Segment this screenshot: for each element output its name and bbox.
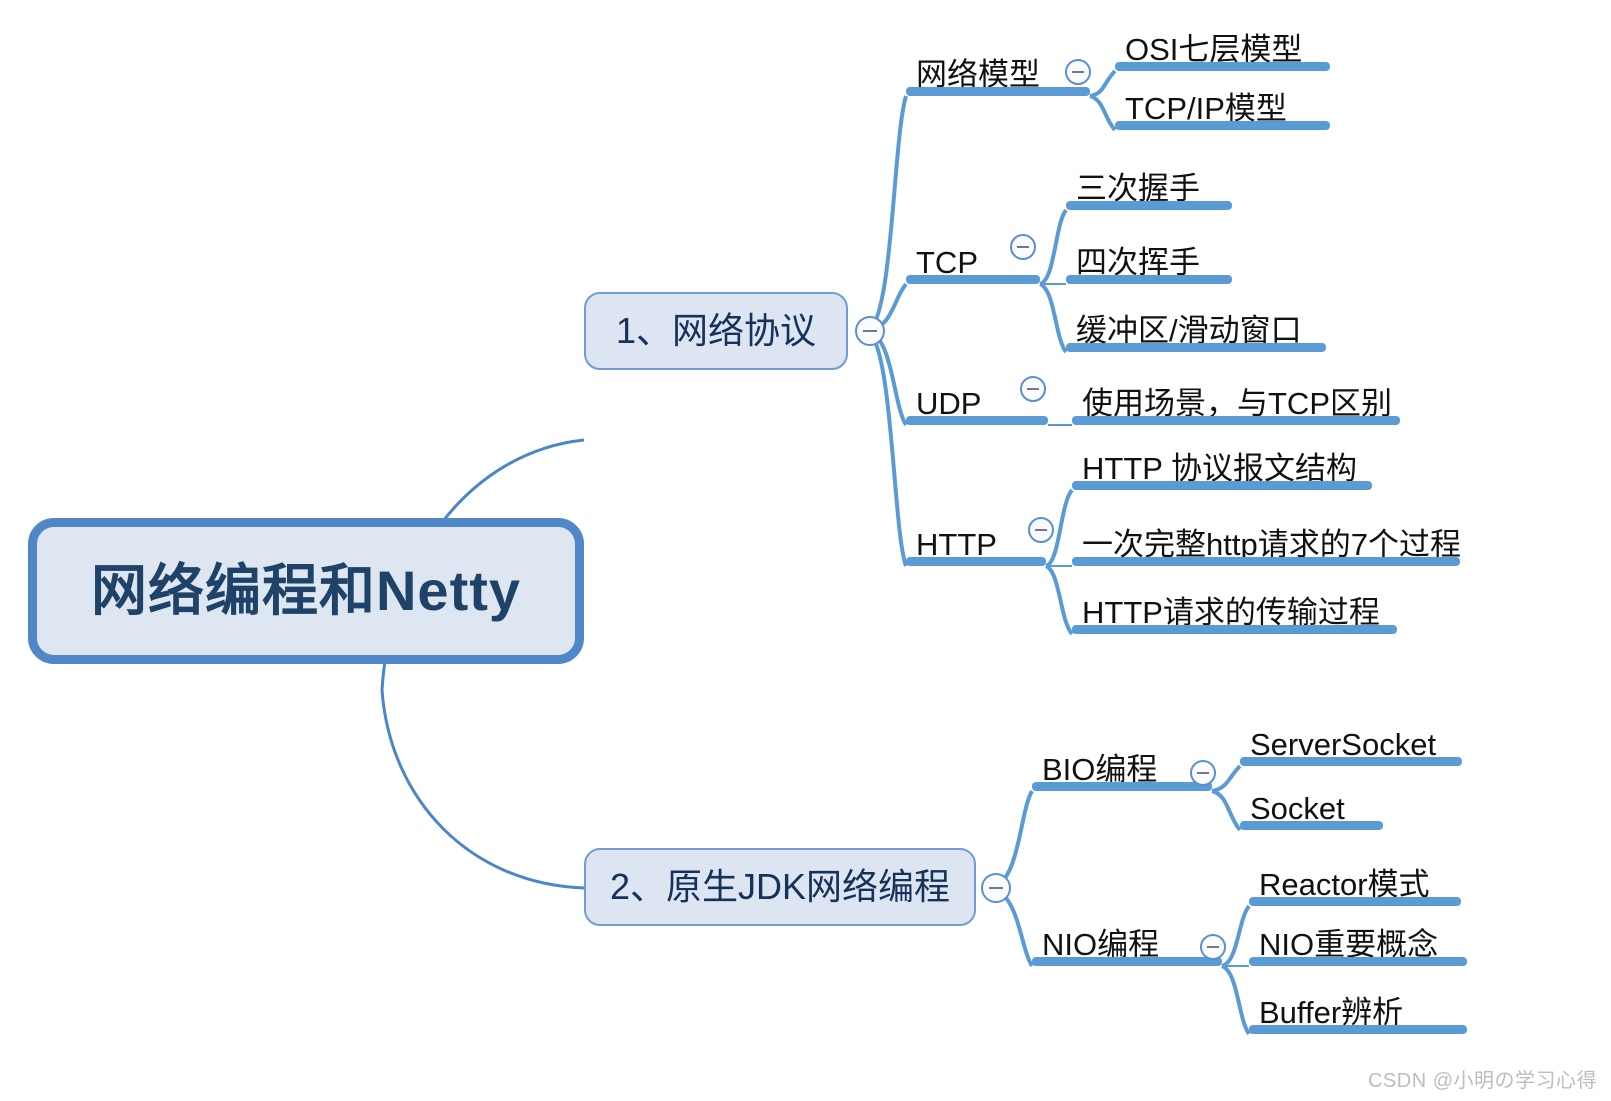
wire-netmodel-to-tcpip bbox=[1089, 94, 1117, 132]
wire-protocol-to-http bbox=[866, 329, 908, 567]
wire-nio-to-buffer bbox=[1220, 964, 1251, 1036]
leaf-http-message-structure[interactable]: HTTP 协议报文结构 bbox=[1072, 446, 1372, 490]
topic-http[interactable]: HTTP bbox=[906, 522, 1046, 566]
branch-node-network-protocol[interactable]: 1、网络协议 bbox=[584, 292, 848, 370]
topic-underline bbox=[1032, 957, 1222, 966]
leaf-label: HTTP 协议报文结构 bbox=[1082, 451, 1357, 486]
leaf-label: Reactor模式 bbox=[1259, 867, 1430, 902]
leaf-label: 三次握手 bbox=[1076, 171, 1200, 206]
wire-root-to-jdk bbox=[380, 689, 585, 890]
leaf-underline bbox=[1066, 275, 1232, 284]
leaf-label: Socket bbox=[1250, 791, 1345, 826]
leaf-label: 四次挥手 bbox=[1076, 245, 1200, 280]
leaf-label: Buffer辨析 bbox=[1259, 995, 1404, 1030]
topic-underline bbox=[906, 557, 1046, 566]
wire-tcp-to-buffer bbox=[1038, 282, 1068, 354]
branch-node-native-jdk-networking[interactable]: 2、原生JDK网络编程 bbox=[584, 848, 976, 926]
leaf-label: TCP/IP模型 bbox=[1125, 91, 1287, 126]
leaf-osi-seven-layer[interactable]: OSI七层模型 bbox=[1115, 27, 1330, 71]
leaf-underline bbox=[1072, 557, 1460, 566]
minus-circle-icon-native-jdk-networking[interactable] bbox=[981, 873, 1011, 903]
leaf-underline bbox=[1240, 757, 1462, 766]
leaf-label: ServerSocket bbox=[1250, 727, 1437, 762]
leaf-udp-usage-vs-tcp[interactable]: 使用场景，与TCP区别 bbox=[1072, 381, 1400, 425]
root-node[interactable]: 网络编程和Netty bbox=[28, 518, 584, 664]
wire-bio-to-socket bbox=[1211, 789, 1242, 832]
leaf-four-way-wavehand[interactable]: 四次挥手 bbox=[1066, 240, 1232, 284]
leaf-label: 使用场景，与TCP区别 bbox=[1082, 386, 1392, 421]
leaf-label: HTTP请求的传输过程 bbox=[1082, 595, 1380, 630]
leaf-tcp-ip-model[interactable]: TCP/IP模型 bbox=[1115, 86, 1330, 130]
minus-circle-icon-network-model[interactable] bbox=[1065, 59, 1091, 85]
minus-circle-icon-tcp[interactable] bbox=[1010, 234, 1036, 260]
wire-tcp-to-handshake bbox=[1038, 208, 1068, 286]
wire-http-to-transfer bbox=[1044, 564, 1074, 636]
topic-underline bbox=[906, 87, 1090, 96]
leaf-underline bbox=[1249, 1025, 1467, 1034]
leaf-label: 缓冲区/滑动窗口 bbox=[1076, 313, 1302, 348]
wire-netmodel-to-osi bbox=[1089, 69, 1117, 98]
minus-circle-icon-udp[interactable] bbox=[1020, 376, 1046, 402]
topic-label: UDP bbox=[916, 386, 982, 421]
minus-circle-icon-bio[interactable] bbox=[1190, 760, 1216, 786]
leaf-underline bbox=[1240, 821, 1383, 830]
topic-underline bbox=[1032, 782, 1212, 791]
topic-label: TCP bbox=[916, 245, 978, 280]
topic-label: 网络模型 bbox=[916, 57, 1040, 92]
leaf-underline bbox=[1249, 957, 1467, 966]
root-node-label: 网络编程和Netty bbox=[90, 559, 522, 622]
branch-node-label: 2、原生JDK网络编程 bbox=[609, 866, 951, 907]
minus-circle-icon-nio[interactable] bbox=[1200, 934, 1226, 960]
leaf-label: NIO重要概念 bbox=[1259, 927, 1439, 962]
topic-label: HTTP bbox=[916, 527, 997, 562]
topic-nio[interactable]: NIO编程 bbox=[1032, 922, 1222, 966]
topic-underline bbox=[906, 275, 1040, 284]
leaf-http-seven-steps[interactable]: 一次完整http请求的7个过程 bbox=[1072, 522, 1461, 566]
leaf-underline bbox=[1072, 416, 1400, 425]
leaf-label: 一次完整http请求的7个过程 bbox=[1082, 527, 1461, 562]
leaf-buffer-sliding-window[interactable]: 缓冲区/滑动窗口 bbox=[1066, 308, 1326, 352]
leaf-underline bbox=[1072, 625, 1397, 634]
leaf-underline bbox=[1115, 62, 1330, 71]
leaf-reactor-pattern[interactable]: Reactor模式 bbox=[1249, 862, 1461, 906]
minus-circle-icon-network-protocol[interactable] bbox=[855, 316, 885, 346]
leaf-buffer-analysis[interactable]: Buffer辨析 bbox=[1249, 990, 1467, 1034]
wire-nio-to-reactor bbox=[1221, 904, 1251, 968]
topic-udp[interactable]: UDP bbox=[906, 381, 1048, 425]
leaf-underline bbox=[1115, 121, 1330, 130]
wire-protocol-to-network-model bbox=[866, 95, 908, 333]
watermark: CSDN @小明の学习心得 bbox=[1367, 1070, 1597, 1092]
leaf-socket[interactable]: Socket bbox=[1240, 786, 1383, 830]
topic-network-model[interactable]: 网络模型 bbox=[906, 52, 1090, 96]
topic-bio[interactable]: BIO编程 bbox=[1032, 747, 1212, 791]
leaf-underline bbox=[1066, 343, 1326, 352]
leaf-underline bbox=[1072, 481, 1372, 490]
minus-circle-icon-http[interactable] bbox=[1028, 517, 1054, 543]
leaf-http-transfer-process[interactable]: HTTP请求的传输过程 bbox=[1072, 590, 1397, 634]
leaf-underline bbox=[1249, 897, 1461, 906]
leaf-underline bbox=[1066, 201, 1232, 210]
leaf-three-way-handshake[interactable]: 三次握手 bbox=[1066, 166, 1232, 210]
branch-node-label: 1、网络协议 bbox=[615, 310, 817, 351]
topic-underline bbox=[906, 416, 1048, 425]
topic-label: NIO编程 bbox=[1042, 927, 1160, 962]
wire-bio-to-serversocket bbox=[1211, 764, 1242, 793]
leaf-nio-key-concepts[interactable]: NIO重要概念 bbox=[1249, 922, 1467, 966]
leaf-serversocket[interactable]: ServerSocket bbox=[1240, 722, 1462, 766]
topic-label: BIO编程 bbox=[1042, 752, 1158, 787]
leaf-label: OSI七层模型 bbox=[1125, 32, 1303, 67]
topic-tcp[interactable]: TCP bbox=[906, 240, 1040, 284]
